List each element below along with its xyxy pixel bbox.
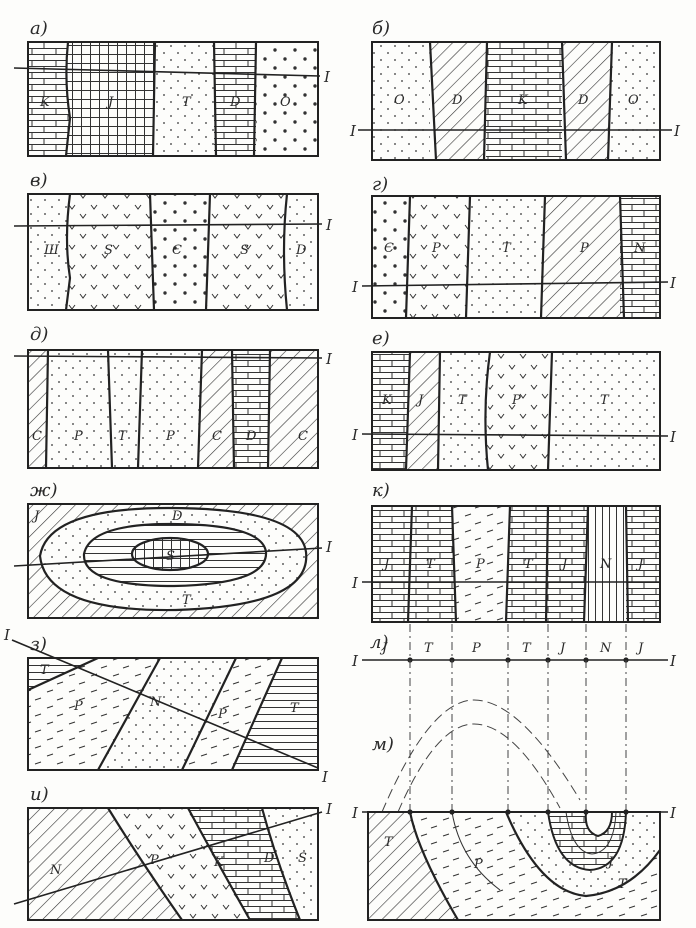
panel-letter: к): [372, 480, 390, 501]
panel-letter: м): [372, 734, 394, 755]
section-line-label: I: [3, 626, 11, 644]
section-line-label: I: [351, 278, 359, 296]
formation-label: P: [73, 429, 83, 444]
formation-label: P: [473, 857, 483, 872]
formation-label: P: [511, 393, 521, 408]
formation-label: T: [502, 241, 512, 256]
panel-e: [362, 352, 668, 470]
formation-label: J: [635, 641, 644, 656]
panel-a: [14, 42, 320, 156]
panel-k: [362, 506, 660, 622]
panel-letter: е): [372, 328, 390, 349]
formation-label: N: [599, 557, 612, 572]
panel-g: [362, 196, 668, 318]
formation-label: S: [166, 549, 175, 564]
formation-label: N: [633, 241, 646, 256]
formation-label: P: [149, 853, 159, 868]
formation-label: N: [49, 863, 62, 878]
formation-label: T: [458, 393, 468, 408]
formation-label: T: [524, 557, 534, 572]
formation-label: T: [618, 877, 628, 892]
formation-label: D: [229, 95, 241, 110]
formation-label: T: [182, 95, 192, 110]
formation-label: N: [149, 695, 162, 710]
panel-letter: в): [30, 170, 48, 191]
section-line-label: I: [669, 274, 677, 292]
formation-label: P: [471, 641, 481, 656]
formation-label: T: [600, 393, 610, 408]
formation-label: T: [182, 593, 192, 608]
section-line-label: I: [351, 652, 359, 670]
panel-letter: г): [372, 174, 388, 195]
section-line-label: I: [351, 804, 359, 822]
formation-label: O: [280, 95, 291, 110]
formation-label: D: [171, 509, 183, 524]
formation-label: T: [426, 557, 436, 572]
formation-label: D: [245, 429, 257, 444]
section-line-label: I: [325, 800, 333, 818]
formation-label: O: [628, 93, 639, 108]
formation-label: T: [522, 641, 532, 656]
formation-label: S: [240, 243, 249, 258]
formation-label: D: [263, 851, 275, 866]
section-line-label: I: [349, 122, 357, 140]
formation-label: P: [431, 241, 441, 256]
panel-v: [14, 194, 322, 310]
formation-label: K: [213, 855, 225, 870]
section-line-label: I: [351, 574, 359, 592]
section-line-label: I: [351, 426, 359, 444]
panel-letter: б): [372, 18, 390, 39]
formation-label: D: [451, 93, 463, 108]
formation-label: N: [599, 641, 612, 656]
formation-label: T: [384, 835, 394, 850]
formation-label: T: [290, 701, 300, 716]
section-line-label: I: [325, 216, 333, 234]
panel-b: [358, 42, 672, 160]
formation-label: D: [295, 243, 307, 258]
formation-label: Є: [172, 243, 182, 258]
panel-letter: а): [30, 18, 48, 39]
formation-label: O: [394, 93, 405, 108]
formation-label: P: [475, 557, 485, 572]
section-line-label: I: [325, 350, 333, 368]
formation-label: S: [104, 243, 113, 258]
panel-letter: ж): [30, 480, 57, 501]
panel-letter: и): [30, 784, 49, 805]
formation-label: J: [557, 641, 566, 656]
section-line-label: I: [321, 768, 329, 786]
formation-label: S: [298, 851, 307, 866]
panel-d: [14, 350, 322, 468]
formation-label: C: [298, 429, 308, 444]
formation-label: P: [165, 429, 175, 444]
formation-label: C: [212, 429, 222, 444]
section-line-label: I: [673, 122, 681, 140]
formation-label: T: [40, 663, 50, 678]
formation-label: K: [381, 393, 393, 408]
formation-label: P: [579, 241, 589, 256]
formation-label: K: [517, 93, 529, 108]
formation-label: P: [217, 707, 227, 722]
formation-label: P: [73, 699, 83, 714]
formation-label: C: [32, 429, 42, 444]
panel-letter: з): [30, 634, 47, 655]
formation-label: T: [118, 429, 128, 444]
formation-label: T: [424, 641, 434, 656]
section-line-label: I: [669, 804, 677, 822]
formation-label: Є: [384, 241, 394, 256]
formation-label: D: [577, 93, 589, 108]
section-line-label: I: [669, 652, 677, 670]
section-line-label: I: [323, 68, 331, 86]
section-line-label: I: [325, 538, 333, 556]
formation-label: K: [39, 95, 51, 110]
panel-letter: д): [30, 324, 48, 345]
formation-label: Ш: [43, 243, 60, 258]
section-line-label: I: [669, 428, 677, 446]
panel-z: [12, 640, 318, 770]
